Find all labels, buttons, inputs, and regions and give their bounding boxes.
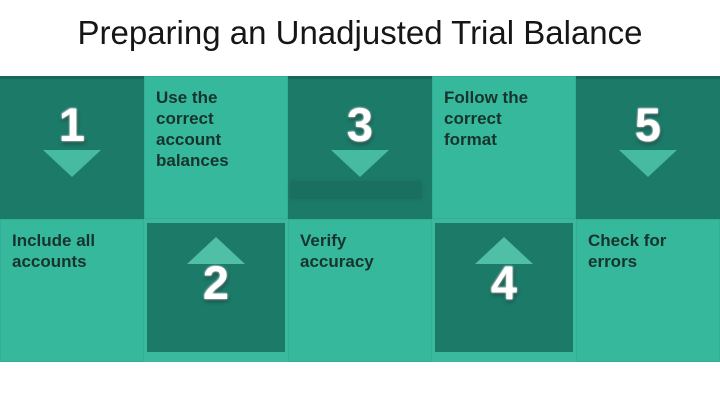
step-5-number-cell: 5 — [576, 76, 720, 219]
step-2-number: 2 — [202, 256, 230, 309]
step-2-label: Use the correct account balances — [156, 88, 229, 171]
step-1-label: Include all accounts — [12, 231, 96, 272]
steps-grid: 1 Use the correct account balances 3 Fol… — [0, 76, 720, 362]
step-4-number-cell: 4 — [432, 219, 576, 362]
step-2-label-cell: Use the correct account balances — [144, 76, 288, 219]
step-3-number-cell: 3 — [288, 76, 432, 219]
step-1-number-cell: 1 — [0, 76, 144, 219]
step-5-number: 5 — [634, 98, 662, 151]
arrow-down-icon — [43, 149, 101, 177]
page-title: Preparing an Unadjusted Trial Balance — [77, 14, 643, 51]
step-4-number: 4 — [490, 256, 518, 309]
step-2-number-cell: 2 — [144, 219, 288, 362]
step-4-label-cell: Follow the correct format — [432, 76, 576, 219]
step-3-label: Verify accuracy — [300, 231, 374, 272]
arrow-up-icon — [187, 237, 245, 264]
step-5-label: Check for errors — [588, 231, 667, 272]
arrow-down-icon — [331, 149, 389, 177]
step-3-number: 3 — [346, 98, 374, 151]
arrow-down-icon — [619, 149, 677, 177]
arrow-up-icon — [475, 237, 533, 264]
step-1-number: 1 — [58, 98, 86, 151]
step-3-label-cell: Verify accuracy — [288, 219, 432, 362]
step-4-label: Follow the correct format — [444, 88, 529, 150]
step-5-label-cell: Check for errors — [576, 219, 720, 362]
step-1-label-cell: Include all accounts — [0, 219, 144, 362]
watermark-smudge — [290, 181, 422, 199]
